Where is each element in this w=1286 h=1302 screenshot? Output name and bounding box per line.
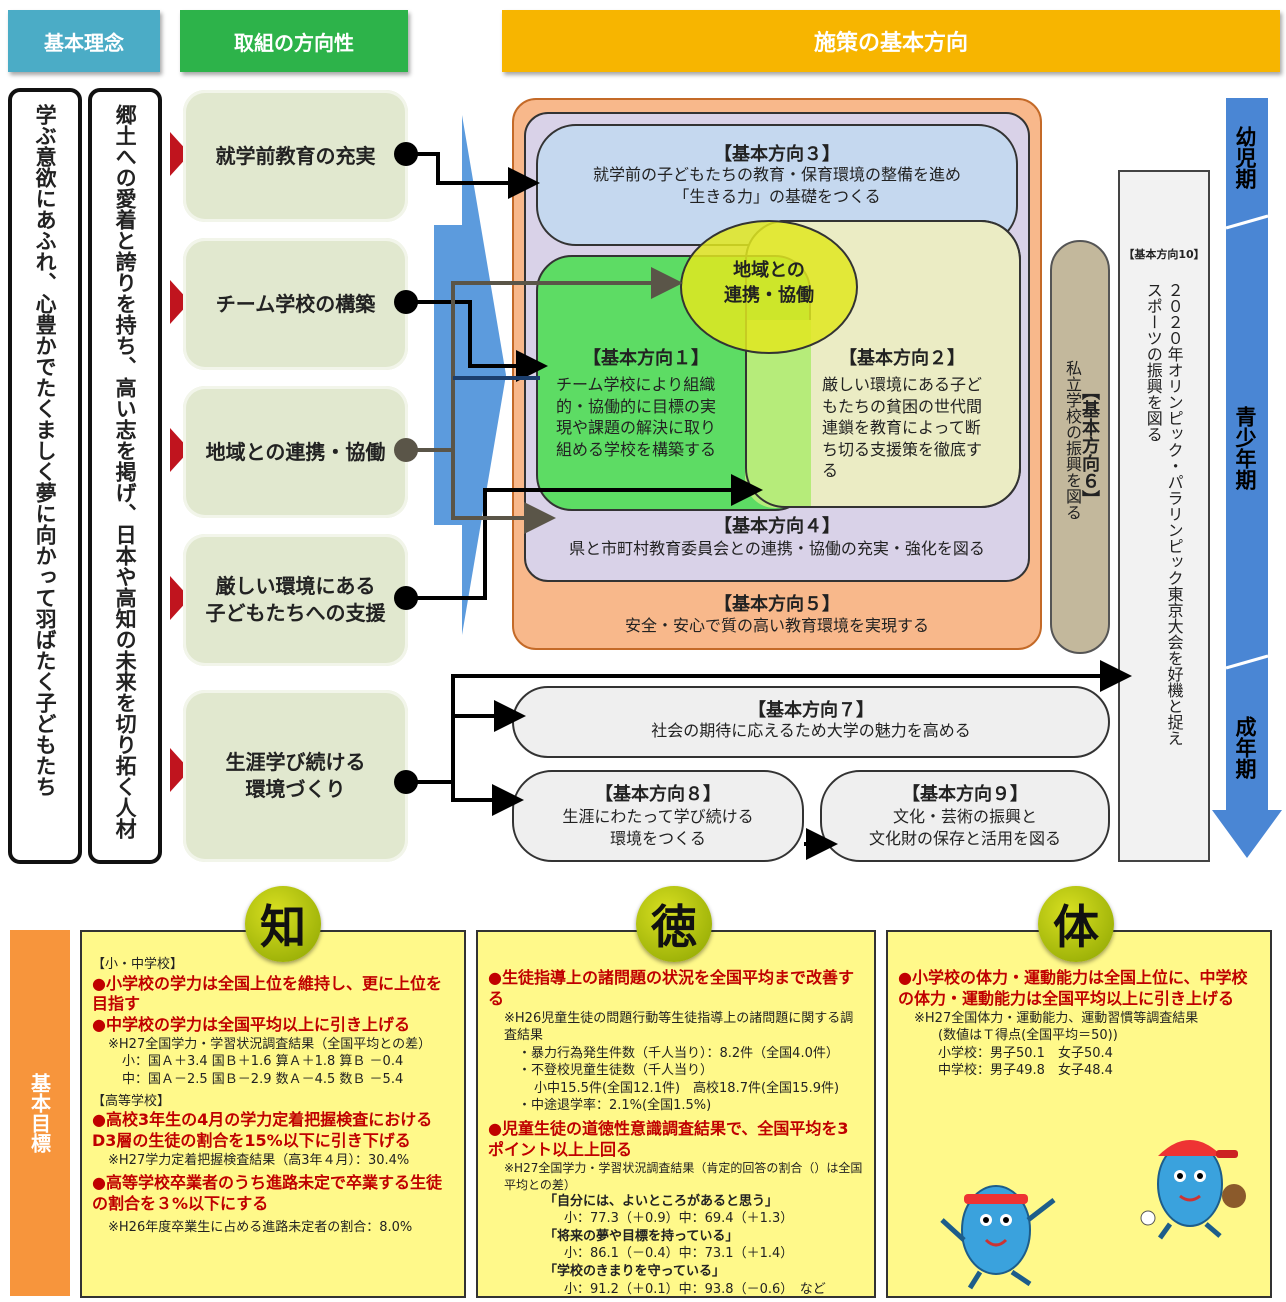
mascot-baseball-icon xyxy=(1140,1140,1246,1240)
direction8-box xyxy=(512,770,804,862)
direction3-title: 【基本方向３】 xyxy=(714,144,840,165)
connector-dot xyxy=(394,438,418,462)
direction2-outline xyxy=(745,220,1021,508)
direction6-title: 【基本方向６】 xyxy=(1079,382,1100,508)
direction2-text: 厳しい環境にある子どもたちの貧困の世代間連鎖を教育によって断ち切る支援策を徹底す… xyxy=(822,375,983,481)
community-collaboration-label: 地域との 連携・協働 xyxy=(724,260,814,307)
direction4-text: 県と市町村教育委員会との連携・協働の充実・強化を図る xyxy=(569,539,985,558)
direction8-title: 【基本方向８】 xyxy=(595,784,721,805)
goal-toku-n3: ・不登校児童生徒数（千人当り） xyxy=(518,1063,714,1079)
goal-toku-g2: ●児童生徒の道徳性意識調査結果で、全国平均を3ポイント以上上回る xyxy=(488,1118,849,1159)
header-approach: 取組の方向性 xyxy=(180,10,408,72)
goal-toku-g1: ●生徒指導上の諸問題の状況を全国平均まで改善する xyxy=(488,968,854,1008)
goal-toku-n5: ・中途退学率：2.1%(全国1.5%) xyxy=(518,1098,712,1114)
direction9-box xyxy=(820,770,1110,862)
goal-chi-sub2: 【高等学校】 xyxy=(92,1093,171,1109)
goal-tai-n3: 小学校：男子50.1 女子50.4 xyxy=(938,1045,1113,1061)
age-timeline-arrow xyxy=(1212,98,1282,858)
goal-chi-g1: ●小学校の学力は全国上位を維持し、更に上位を目指す xyxy=(92,973,442,1014)
header-philosophy: 基本理念 xyxy=(8,10,160,72)
goal-toku-v2: 小：86.1（－0.4）中：73.1（＋1.4） xyxy=(564,1246,794,1262)
goals-label: 基本目標 xyxy=(27,1073,52,1153)
connector-arrows xyxy=(406,152,1132,860)
direction6-box xyxy=(1050,240,1110,654)
direction10-text: ２０２０年オリンピック・パラリンピック東京大会を好機と捉え スポーツの振興を図る xyxy=(1143,282,1184,746)
direction5-text: 安全・安心で質の高い教育環境を実現する xyxy=(624,616,929,635)
goal-tai-g1: ●小学校の体力・運動能力は全国上位に、中学校の体力・運動能力は全国平均以上に引き… xyxy=(898,968,1248,1008)
approach-preschool: 就学前教育の充実 xyxy=(183,90,408,222)
goal-toku-v1: 小：77.3（＋0.9）中：69.4（＋1.3） xyxy=(564,1211,794,1227)
direction1-title: 【基本方向１】 xyxy=(583,348,709,369)
goal-toku-v3: 小：91.2（＋0.1）中：93.8（－0.6） など xyxy=(564,1281,826,1297)
age-youth: 青少年期 xyxy=(1233,406,1257,490)
goal-toku-n2: ・暴力行為発生件数（千人当り）：8.2件（全国4.0件） xyxy=(518,1045,839,1061)
goal-chi-n1: ※H27全国学力・学習状況調査結果（全国平均との差） xyxy=(108,1036,432,1052)
connector-dot xyxy=(394,290,418,314)
goal-toku-n6: ※H27全国学力・学習状況調査結果（肯定的回答の割合（）は全国平均との差） xyxy=(504,1161,863,1192)
direction9-title: 【基本方向９】 xyxy=(902,784,1028,805)
connector-dot xyxy=(394,142,418,166)
direction7-text: 社会の期待に応えるため大学の魅力を高める xyxy=(651,721,971,740)
goal-chi-g4: ●高等学校卒業者のうち進路未定で卒業する生徒の割合を３%以下にする xyxy=(92,1173,442,1214)
direction2-title: 【基本方向２】 xyxy=(839,348,965,369)
goal-chi-box: 【小・中学校】 ●小学校の学力は全国上位を維持し、更に上位を目指す ●中学校の学… xyxy=(80,930,466,1298)
body-icon: 体 xyxy=(1038,886,1114,962)
goal-chi-sub1: 【小・中学校】 xyxy=(92,957,184,972)
direction4-title: 【基本方向４】 xyxy=(714,516,840,537)
direction10-box xyxy=(1118,170,1210,862)
goal-tai-n1: ※H27全国体力・運動能力、運動習慣等調査結果 xyxy=(914,1010,1199,1026)
goals-label-box: 基本目標 xyxy=(10,930,70,1296)
goal-tai-box: ●小学校の体力・運動能力は全国上位に、中学校の体力・運動能力は全国平均以上に引き… xyxy=(886,930,1272,1298)
goal-chi-g2: ●中学校の学力は全国平均以上に引き上げる xyxy=(92,1015,410,1035)
goal-toku-q2: 「将来の夢や目標を持っている」 xyxy=(544,1228,739,1244)
philosophy-statement-2: 郷土への愛着と誇りを持ち、高い志を掲げ、日本や高知の未来を切り拓く人材 xyxy=(88,88,162,864)
goal-chi-n3: 中：国Ａ－2.5 国Ｂ－2.9 数Ａ－4.5 数Ｂ －5.4 xyxy=(122,1072,404,1088)
header-direction: 施策の基本方向 xyxy=(502,10,1280,72)
direction5-title: 【基本方向５】 xyxy=(714,594,840,615)
approach-support: 厳しい環境にある 子どもたちへの支援 xyxy=(183,534,408,666)
knowledge-icon: 知 xyxy=(245,886,321,962)
goal-chi-g3: ●高校3年生の4月の学力定着把握検査におけるD3層の生徒の割合を15%以下に引き… xyxy=(92,1110,433,1150)
age-adult: 成年期 xyxy=(1233,716,1257,779)
direction10-title: 【基本方向10】 xyxy=(1123,248,1205,261)
virtue-icon: 徳 xyxy=(636,886,712,962)
connector-dot xyxy=(394,770,418,794)
goal-chi-n4: ※H27学力定着把握検査結果（高3年４月）：30.4% xyxy=(108,1152,410,1168)
goal-toku-box: ●生徒指導上の諸問題の状況を全国平均まで改善する ※H26児童生徒の問題行動等生… xyxy=(476,930,876,1298)
goal-chi-n5: ※H26年度卒業生に占める進路未定者の割合：8.0% xyxy=(108,1219,413,1235)
approach-community: 地域との連携・協働 xyxy=(183,386,408,518)
mascot-runner-icon xyxy=(940,1185,1056,1290)
approach-lifelong: 生涯学び続ける 環境づくり xyxy=(183,690,408,862)
age-infancy: 幼児期 xyxy=(1233,126,1257,189)
direction8-text: 生涯にわたって学び続ける 環境をつくる xyxy=(562,807,754,849)
direction9-text: 文化・芸術の振興と 文化財の保存と活用を図る xyxy=(868,807,1061,849)
goal-toku-n1: ※H26児童生徒の問題行動等生徒指導上の諸問題に関する調査結果 xyxy=(504,1010,854,1044)
goal-toku-q1: 「自分には、よいところがあると思う」 xyxy=(544,1193,779,1209)
direction3-text: 就学前の子どもたちの教育・保育環境の整備を進め 「生きる力」の基礎をつくる xyxy=(592,165,961,207)
direction1-text: チーム学校により組織的・協働的に目標の実現や課題の解決に取り組める学校を構築する xyxy=(556,375,717,459)
connector-dot xyxy=(394,586,418,610)
direction6-text: 私立学校の振興を図る xyxy=(1063,360,1082,520)
goal-tai-n2: (数値はＴ得点(全国平均＝50)) xyxy=(938,1028,1118,1044)
goal-tai-n4: 中学校：男子49.8 女子48.4 xyxy=(938,1063,1113,1079)
approach-team-school: チーム学校の構築 xyxy=(183,238,408,370)
philosophy-statement-1: 学ぶ意欲にあふれ、心豊かでたくましく夢に向かって羽ばたく子どもたち xyxy=(8,88,82,864)
goal-toku-n4: 小中15.5件(全国12.1件) 高校18.7件(全国15.9件) xyxy=(534,1080,840,1096)
direction7-title: 【基本方向７】 xyxy=(748,700,874,721)
goal-chi-n2: 小：国Ａ＋3.4 国Ｂ＋1.6 算Ａ＋1.8 算Ｂ －0.4 xyxy=(122,1054,404,1070)
goal-toku-q3: 「学校のきまりを守っている」 xyxy=(544,1264,725,1280)
